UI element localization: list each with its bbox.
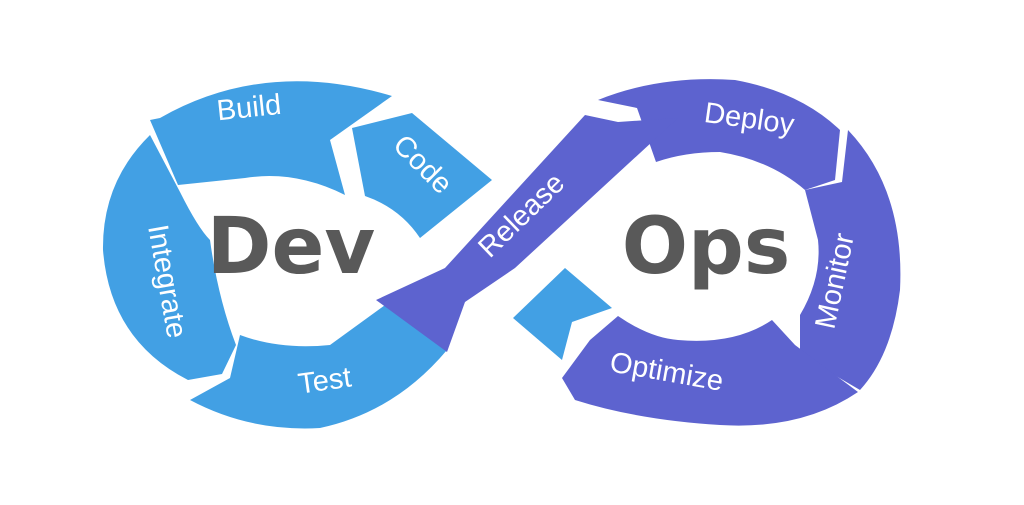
test-label: Test: [296, 362, 353, 401]
deploy-segment: [598, 79, 840, 190]
code-segment: [352, 113, 492, 238]
test-segment: [190, 300, 447, 429]
build-segment: [150, 81, 392, 195]
feedback-arrow: [513, 268, 612, 360]
dev-center-label: Dev: [207, 202, 376, 292]
monitor-segment: [800, 130, 901, 390]
optimize-segment: [562, 316, 858, 426]
ops-center-label: Ops: [622, 202, 791, 292]
integrate-segment: [102, 135, 237, 380]
ops-loop: [513, 79, 901, 426]
release-segment: [376, 115, 678, 352]
build-label: Build: [215, 89, 282, 128]
dev-loop: [102, 81, 492, 429]
